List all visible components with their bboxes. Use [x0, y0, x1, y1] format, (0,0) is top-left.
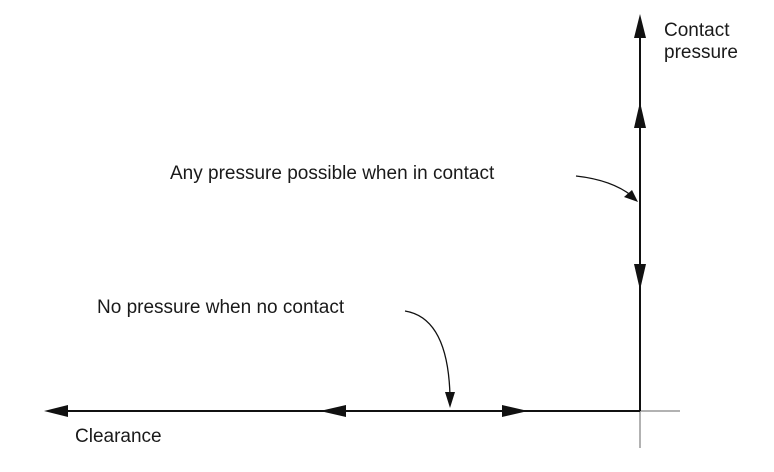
leader-contact-arrowhead — [624, 190, 638, 202]
pressure-end-arrowhead — [634, 14, 646, 38]
y-axis-label: Contact pressure — [664, 20, 764, 64]
y-axis-label-line1: Contact — [664, 20, 730, 41]
annotation-no-contact: No pressure when no contact — [97, 297, 345, 318]
clearance-end-arrowhead — [44, 405, 68, 417]
leader-contact — [575, 175, 633, 197]
annotation-contact: Any pressure possible when in contact — [170, 163, 495, 184]
clearance-left-arrowhead — [320, 405, 346, 417]
leader-no-contact — [404, 310, 451, 397]
pressure-down-arrowhead — [634, 264, 646, 290]
x-axis-label: Clearance — [75, 426, 162, 447]
pressure-up-arrowhead — [634, 102, 646, 128]
clearance-right-arrowhead — [502, 405, 528, 417]
leader-no-contact-arrowhead — [445, 392, 455, 408]
y-axis-label-line2: pressure — [664, 42, 738, 63]
